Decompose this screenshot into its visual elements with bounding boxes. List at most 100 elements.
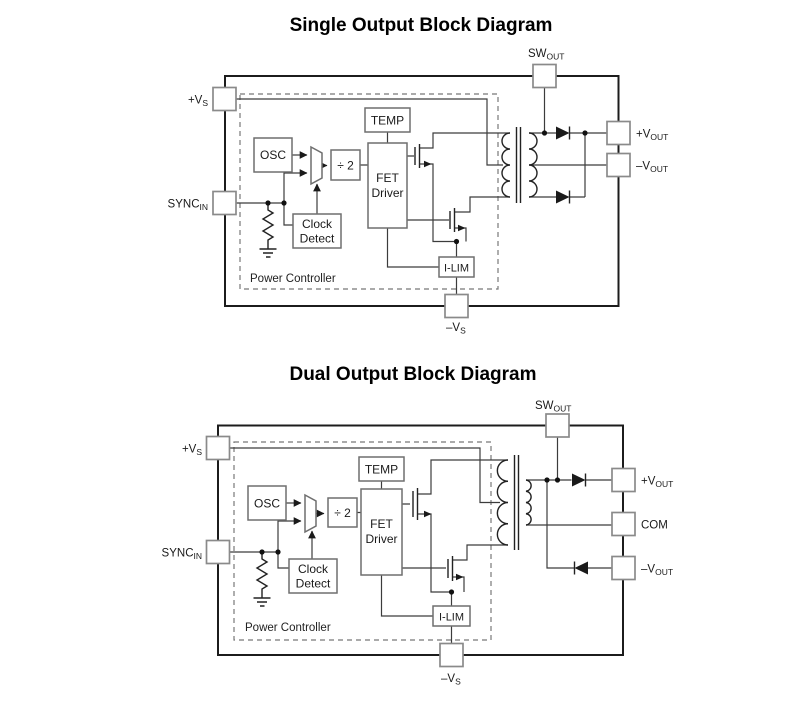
fet-driver-label-2: Driver — [366, 532, 398, 546]
single-diagram-title: Single Output Block Diagram — [290, 15, 553, 36]
wire-sync-to-mux — [277, 517, 302, 552]
pin-label-vs-plus: +VS — [188, 95, 208, 109]
secondary-winding — [525, 479, 532, 526]
osc-label: OSC — [260, 148, 286, 162]
transformer-core — [515, 127, 522, 203]
pin-label-vout-plus: +VOUT — [636, 129, 668, 143]
div2-label: ÷ 2 — [337, 159, 354, 173]
clock-detect-label-2: Detect — [300, 232, 335, 246]
pin-sync-in — [205, 539, 231, 565]
fet-driver-label-1: FET — [370, 517, 393, 531]
ilim-label: I-LIM — [439, 612, 464, 624]
clock-detect-label-2: Detect — [296, 577, 331, 591]
temp-block: TEMP — [358, 456, 405, 482]
pin-sync-in — [212, 190, 237, 216]
temp-label: TEMP — [371, 114, 404, 128]
primary-winding — [501, 132, 511, 198]
rectifier-diode-bottom — [556, 190, 571, 204]
wires — [229, 437, 612, 644]
clock-mux — [304, 493, 317, 534]
ilim-block: I-LIM — [438, 256, 475, 278]
temp-label: TEMP — [365, 463, 398, 477]
pin-vout-minus — [611, 555, 636, 581]
clock-detect-block: Clock Detect — [288, 558, 338, 594]
pin-label-vout-minus: –VOUT — [636, 161, 668, 175]
wire-sync-to-mux — [283, 169, 308, 203]
rectifier-diode-positive — [572, 473, 587, 487]
diode-triangle — [574, 561, 588, 575]
source-arrow-icon — [424, 510, 432, 518]
sync-resistor — [255, 552, 269, 598]
junction-dots — [265, 130, 588, 245]
module-boundary — [217, 424, 624, 656]
temp-block: TEMP — [364, 107, 411, 133]
rectifier-diode-negative — [573, 561, 588, 575]
mosfet-upper — [414, 144, 432, 168]
clock-detect-block: Clock Detect — [292, 213, 342, 249]
pin-label-vs-plus: +VS — [182, 444, 202, 458]
pin-label-sync-in: SYNCIN — [162, 548, 202, 562]
div2-block: ÷ 2 — [330, 149, 361, 181]
pin-vout-plus — [611, 467, 636, 493]
source-arrow-icon — [458, 224, 466, 232]
single-output-diagram: Single Output Block Diagram — [168, 15, 669, 336]
transformer — [501, 127, 538, 203]
diode-triangle — [572, 473, 586, 487]
source-arrow-icon — [456, 573, 464, 581]
mosfet-lower — [449, 208, 466, 232]
mosfet-lower — [447, 556, 464, 581]
pin-sw-out — [545, 413, 570, 438]
fet-driver-label-2: Driver — [372, 186, 404, 200]
pin-label-sw-out: SWOUT — [535, 400, 571, 414]
ilim-label: I-LIM — [444, 263, 469, 275]
pin-vout-minus — [606, 152, 631, 178]
pin-vs-plus — [205, 435, 231, 461]
pin-label-com: COM — [641, 520, 668, 532]
ground-icon — [253, 597, 271, 607]
diode-triangle — [556, 126, 570, 140]
ilim-block: I-LIM — [432, 605, 471, 627]
fet-driver-block: FET Driver — [367, 142, 408, 229]
pin-vs-plus — [212, 86, 237, 112]
primary-winding — [496, 459, 509, 546]
pin-label-sync-in: SYNCIN — [168, 199, 208, 213]
mosfet-upper — [412, 488, 432, 520]
fet-driver-block: FET Driver — [360, 488, 403, 576]
fet-driver-label-1: FET — [376, 171, 399, 185]
junction-dots — [259, 477, 561, 595]
source-arrow-icon — [424, 160, 432, 168]
div2-label: ÷ 2 — [334, 506, 351, 520]
pin-label-vs-minus: –VS — [446, 322, 466, 336]
power-controller-box — [239, 93, 499, 290]
transformer — [496, 455, 532, 550]
clock-detect-label-1: Clock — [298, 562, 329, 576]
wires — [236, 87, 608, 295]
power-controller-label: Power Controller — [250, 273, 336, 285]
osc-block: OSC — [247, 485, 287, 521]
osc-label: OSC — [254, 497, 280, 511]
osc-block: OSC — [253, 137, 293, 173]
pin-com — [611, 511, 636, 537]
pin-vs-minus — [439, 642, 464, 668]
clock-mux — [310, 145, 323, 186]
diode-triangle — [556, 190, 570, 204]
secondary-winding — [528, 132, 538, 198]
sync-resistor — [261, 203, 275, 249]
pin-label-vs-minus: –VS — [441, 673, 461, 687]
ground-icon — [259, 248, 277, 258]
transformer-core — [513, 455, 520, 550]
dual-output-diagram: Dual Output Block Diagram — [162, 364, 674, 687]
clock-detect-label-1: Clock — [302, 217, 333, 231]
power-controller-label: Power Controller — [245, 622, 331, 634]
pin-vout-plus — [606, 120, 631, 146]
div2-block: ÷ 2 — [327, 497, 358, 528]
power-controller-box — [233, 441, 492, 641]
rectifier-diode-top — [556, 126, 571, 140]
pin-sw-out — [532, 63, 557, 89]
pin-label-vout-minus: –VOUT — [641, 564, 673, 578]
pin-vs-minus — [444, 293, 469, 319]
pin-label-vout-plus: +VOUT — [641, 476, 673, 490]
pin-label-sw-out: SWOUT — [528, 48, 564, 62]
